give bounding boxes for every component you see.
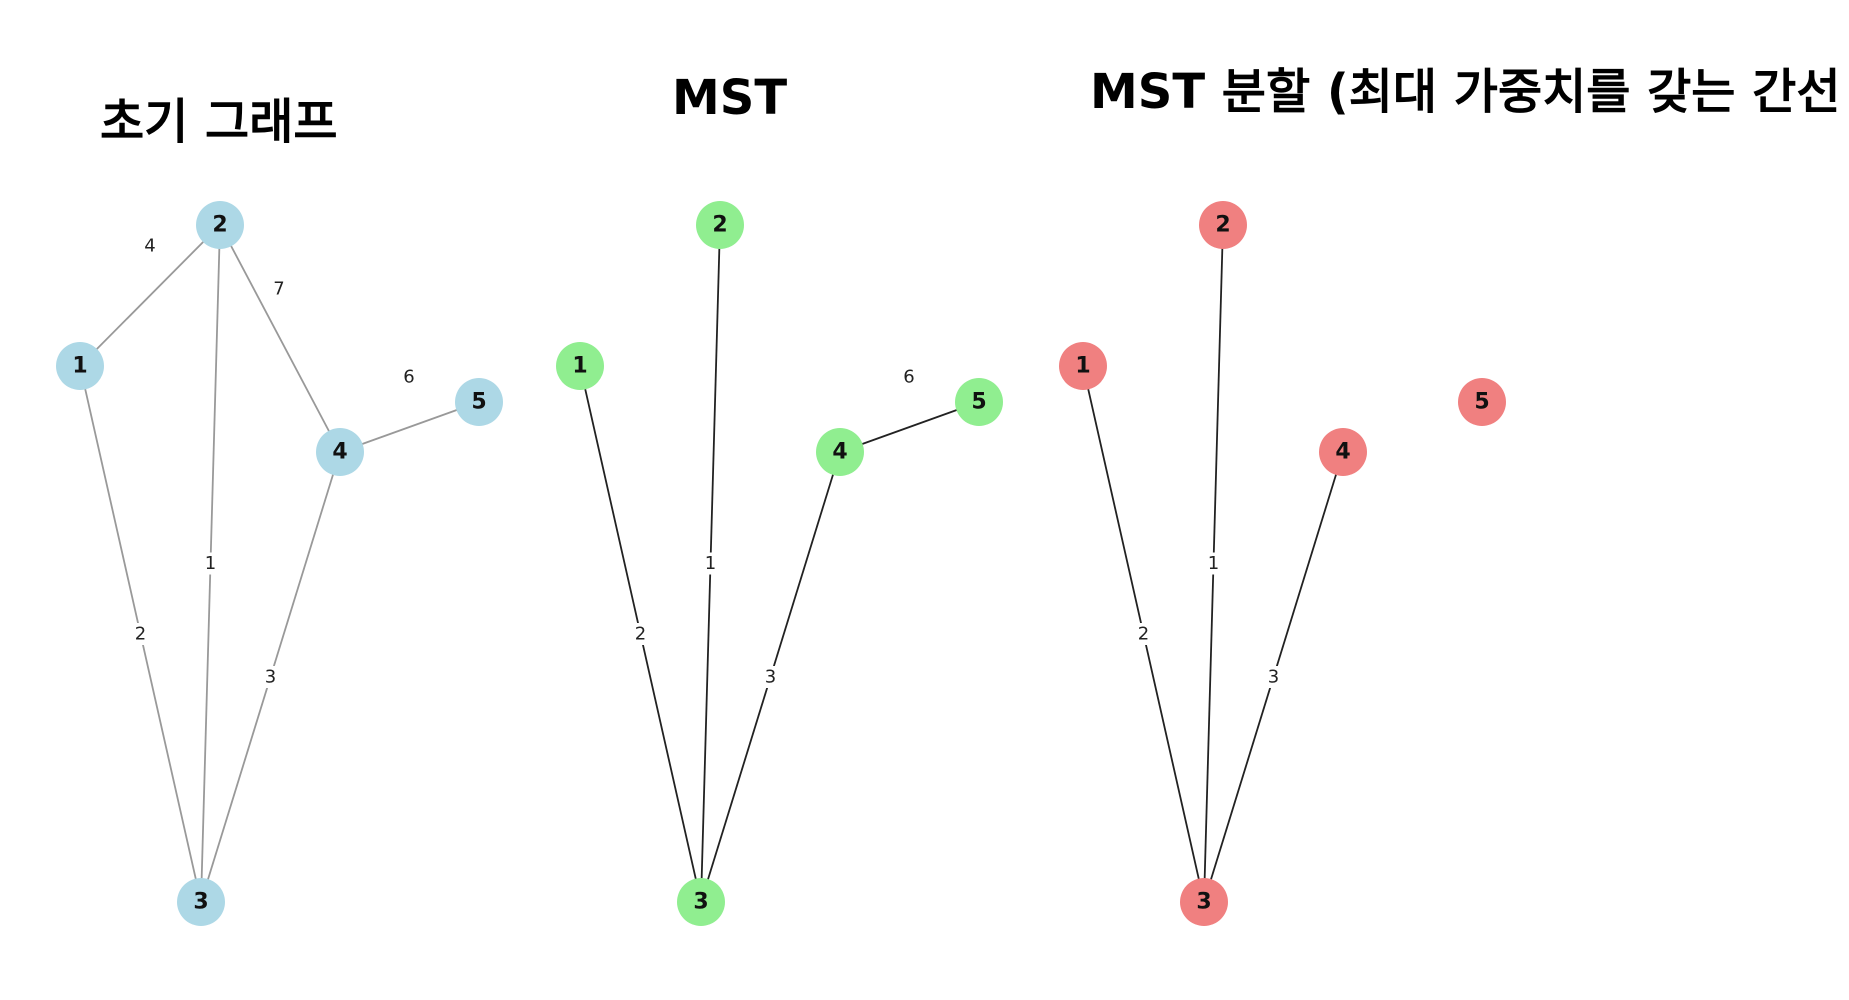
- edge-weight-label: 3: [765, 667, 776, 688]
- edge-label-background: [271, 278, 287, 300]
- edge-4-5: [839, 401, 980, 453]
- node-1: [56, 342, 104, 390]
- edge-weight-label: 7: [273, 279, 284, 300]
- node-label-3: 3: [693, 890, 708, 915]
- edge-weight-label: 6: [403, 367, 414, 388]
- node-4: [816, 428, 864, 476]
- mst-title: MST: [672, 70, 787, 126]
- node-4: [1319, 428, 1367, 476]
- edge-label-background: [1205, 552, 1222, 575]
- edge-weight-label: 1: [705, 553, 716, 574]
- node-2: [1199, 201, 1247, 249]
- node-5: [955, 378, 1003, 426]
- edge-label-background: [1265, 666, 1282, 688]
- node-5: [455, 378, 503, 426]
- node-3: [677, 878, 725, 926]
- node-label-2: 2: [212, 213, 227, 238]
- initial-graph-title: 초기 그래프: [100, 94, 338, 150]
- node-5: [1458, 378, 1506, 426]
- edge-weight-label: 1: [1208, 553, 1219, 574]
- node-2: [696, 201, 744, 249]
- node-label-3: 3: [193, 890, 208, 915]
- edge-label-background: [632, 623, 649, 645]
- edge-label-background: [142, 235, 158, 257]
- edge-label-background: [901, 366, 917, 388]
- edge-label-background: [762, 666, 779, 688]
- node-label-3: 3: [1196, 890, 1211, 915]
- edge-label-background: [702, 552, 719, 575]
- node-label-5: 5: [1474, 390, 1489, 415]
- node-label-1: 1: [72, 354, 87, 379]
- node-1: [1059, 342, 1107, 390]
- node-label-4: 4: [332, 440, 347, 465]
- edge-label-background: [132, 623, 149, 645]
- edge-weight-label: 3: [265, 667, 276, 688]
- node-1: [556, 342, 604, 390]
- node-label-1: 1: [572, 354, 587, 379]
- edge-weight-label: 2: [1138, 624, 1149, 645]
- node-label-2: 2: [1215, 213, 1230, 238]
- edge-label-background: [401, 366, 417, 388]
- node-label-2: 2: [712, 213, 727, 238]
- node-label-5: 5: [971, 390, 986, 415]
- edge-label-background: [262, 666, 279, 688]
- node-2: [196, 201, 244, 249]
- node-3: [177, 878, 225, 926]
- edge-weight-label: 1: [205, 553, 216, 574]
- edge-weight-label: 2: [135, 624, 146, 645]
- edge-label-background: [202, 552, 219, 575]
- node-label-4: 4: [832, 440, 847, 465]
- initial-graph-panel: 초기 그래프 4 7 1 2 3 6 1 2 3 4 5: [56, 94, 503, 926]
- node-label-5: 5: [471, 390, 486, 415]
- node-4: [316, 428, 364, 476]
- mst-split-panel: MST 분할 (최대 가중치를 갖는 간선 제거) 1 2 3 1 2 3 4 5: [1059, 64, 1849, 926]
- node-label-1: 1: [1075, 354, 1090, 379]
- edge-1-2: [79, 224, 221, 367]
- edge-weight-label: 3: [1268, 667, 1279, 688]
- edge-weight-label: 2: [635, 624, 646, 645]
- edge-weight-label: 4: [144, 236, 155, 257]
- node-3: [1180, 878, 1228, 926]
- mst-split-title: MST 분할 (최대 가중치를 갖는 간선 제거): [1090, 64, 1849, 120]
- edge-label-background: [1135, 623, 1152, 645]
- mst-panel: MST 1 2 3 6 1 2 3 4 5: [556, 70, 1003, 926]
- edge-4-5: [339, 401, 480, 453]
- edge-weight-label: 6: [903, 367, 914, 388]
- node-label-4: 4: [1335, 440, 1350, 465]
- edge-2-4: [219, 224, 341, 453]
